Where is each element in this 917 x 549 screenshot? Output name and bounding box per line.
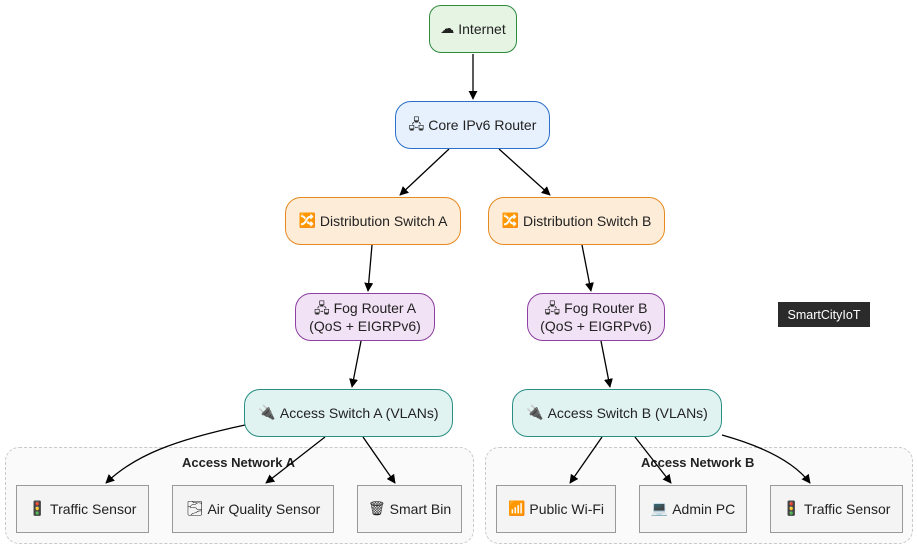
traffic-sensor-a-node[interactable]: 🚦 Traffic Sensor bbox=[16, 485, 149, 533]
admin-pc-node[interactable]: 💻 Admin PC bbox=[639, 485, 747, 533]
edge-access-a-to-traffic-sensor-a bbox=[105, 424, 246, 484]
edge-access-b-to-admin-pc bbox=[634, 436, 672, 484]
network-icon: 🖧 bbox=[313, 300, 330, 317]
edge-dist-a-to-fog-a bbox=[364, 244, 374, 292]
access-switch-b-label: Access Switch B (VLANs) bbox=[547, 404, 708, 421]
air-quality-sensor-node[interactable]: 🌫 Air Quality Sensor bbox=[172, 485, 334, 533]
access-network-a-label: Access Network A bbox=[182, 455, 295, 470]
plug-icon: 🔌 bbox=[258, 404, 276, 421]
trash-bin-icon: 🗑 bbox=[367, 500, 386, 517]
edge-fog-a-to-access-a bbox=[349, 340, 362, 388]
access-switch-a-label: Access Switch A (VLANs) bbox=[279, 404, 439, 421]
fog-router-a-label: Fog Router A bbox=[333, 299, 417, 316]
fog-icon: 🌫 bbox=[185, 500, 204, 517]
shuffle-icon: 🔀 bbox=[298, 212, 316, 229]
network-icon: 🖧 bbox=[408, 116, 425, 133]
access-switch-a-node[interactable]: 🔌 Access Switch A (VLANs) bbox=[244, 389, 453, 437]
air-quality-sensor-label: Air Quality Sensor bbox=[207, 500, 321, 517]
distribution-switch-b-node[interactable]: 🔀 Distribution Switch B bbox=[488, 197, 665, 245]
fog-router-b-node[interactable]: 🖧Fog Router B (QoS + EIGRPv6) bbox=[527, 293, 665, 341]
traffic-sensor-b-node[interactable]: 🚦 Traffic Sensor bbox=[770, 485, 903, 533]
smart-bin-node[interactable]: 🗑 Smart Bin bbox=[357, 485, 462, 533]
internet-label: Internet bbox=[458, 20, 506, 37]
edge-dist-b-to-fog-b bbox=[581, 244, 594, 292]
traffic-sensor-a-label: Traffic Sensor bbox=[50, 500, 137, 517]
admin-pc-label: Admin PC bbox=[672, 500, 736, 517]
laptop-icon: 💻 bbox=[650, 500, 669, 517]
shuffle-icon: 🔀 bbox=[501, 212, 520, 229]
cloud-icon: ☁ bbox=[440, 20, 455, 37]
access-switch-b-node[interactable]: 🔌 Access Switch B (VLANs) bbox=[512, 389, 722, 437]
fog-router-b-label: Fog Router B bbox=[564, 299, 648, 316]
edge-fog-b-to-access-b bbox=[600, 340, 613, 388]
wifi-signal-icon: 📶 bbox=[507, 500, 526, 517]
traffic-light-icon: 🚦 bbox=[28, 500, 47, 517]
edge-access-a-to-air-quality bbox=[265, 436, 326, 484]
fog-router-a-node[interactable]: 🖧Fog Router A (QoS + EIGRPv6) bbox=[295, 293, 435, 341]
core-router-label: Core IPv6 Router bbox=[428, 116, 537, 133]
edge-core-router-to-dist-b bbox=[498, 148, 551, 196]
access-network-b-label: Access Network B bbox=[641, 455, 755, 470]
traffic-sensor-b-label: Traffic Sensor bbox=[804, 500, 891, 517]
edge-core-router-to-dist-a bbox=[399, 148, 450, 196]
fog-router-a-sublabel: (QoS + EIGRPv6) bbox=[309, 317, 421, 334]
core-router-node[interactable]: 🖧 Core IPv6 Router bbox=[395, 101, 550, 149]
plug-icon: 🔌 bbox=[526, 404, 544, 421]
internet-node[interactable]: ☁ Internet bbox=[429, 5, 517, 53]
edge-access-b-to-traffic-sensor-b bbox=[721, 434, 811, 484]
edge-access-b-to-public-wifi bbox=[569, 436, 603, 484]
network-icon: 🖧 bbox=[544, 300, 561, 317]
public-wifi-node[interactable]: 📶 Public Wi-Fi bbox=[496, 485, 616, 533]
smart-bin-label: Smart Bin bbox=[389, 500, 452, 517]
public-wifi-label: Public Wi-Fi bbox=[529, 500, 605, 517]
distribution-switch-b-label: Distribution Switch B bbox=[523, 212, 652, 229]
smartcityiot-badge: SmartCityIoT bbox=[778, 302, 870, 327]
traffic-light-icon: 🚦 bbox=[782, 500, 801, 517]
edge-access-a-to-smart-bin bbox=[362, 436, 396, 484]
fog-router-b-sublabel: (QoS + EIGRPv6) bbox=[540, 317, 652, 334]
distribution-switch-a-label: Distribution Switch A bbox=[319, 212, 448, 229]
distribution-switch-a-node[interactable]: 🔀 Distribution Switch A bbox=[285, 197, 461, 245]
